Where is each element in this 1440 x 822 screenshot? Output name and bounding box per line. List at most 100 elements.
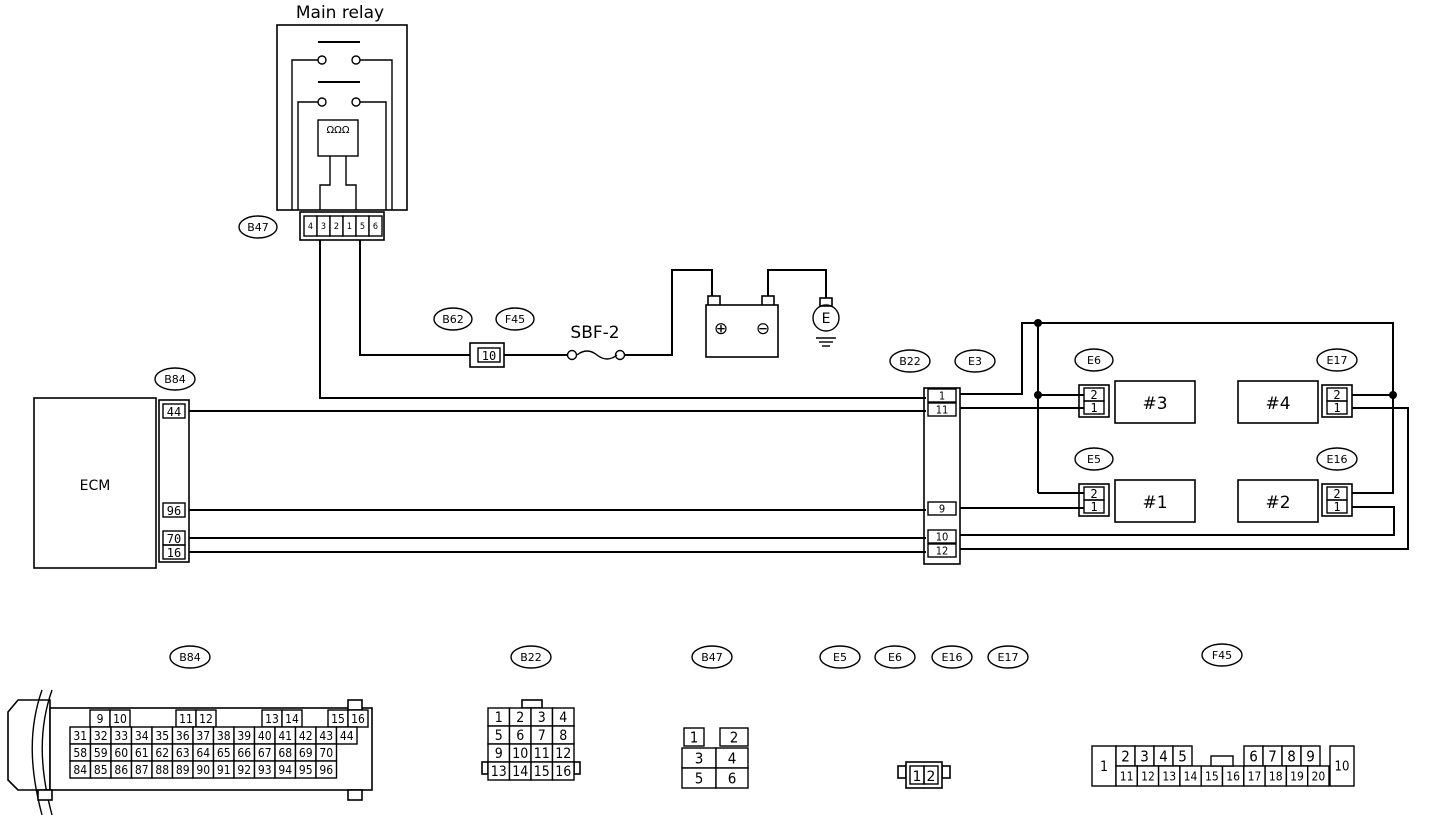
relay-pin-4: 4 bbox=[308, 222, 313, 232]
b22-view-pin-10: 10 bbox=[512, 746, 528, 762]
b22-view-pin-8: 8 bbox=[559, 728, 567, 744]
view-f45-oval bbox=[1201, 643, 1243, 667]
main-relay-body bbox=[276, 24, 408, 211]
view-b47-label: B47 bbox=[701, 651, 723, 664]
b84-pin-9: 9 bbox=[97, 712, 104, 726]
b47-view-pin-4: 4 bbox=[728, 749, 737, 767]
b47-view-pin-6: 6 bbox=[728, 769, 737, 787]
b84-pin-70: 70 bbox=[319, 746, 333, 760]
b47-view-pin-1: 1 bbox=[690, 728, 699, 746]
b84-pin-38: 38 bbox=[217, 729, 231, 743]
view-e-pin-1: 1 bbox=[913, 769, 922, 785]
f45-label: F45 bbox=[505, 313, 525, 326]
injector-1-label: #1 bbox=[1142, 493, 1167, 513]
e17-label: E17 bbox=[1327, 354, 1348, 367]
relay-pin-5: 5 bbox=[360, 222, 365, 232]
f45-pin-10: 10 bbox=[482, 349, 496, 363]
b22-view-pin-2: 2 bbox=[516, 710, 524, 726]
injector-3-pin-2: 2 bbox=[1090, 388, 1097, 402]
f45-view-pin-4: 4 bbox=[1159, 747, 1168, 765]
b84-pin-94: 94 bbox=[278, 763, 292, 777]
ecm-pin-44: 44 bbox=[167, 405, 181, 419]
view-b22-label: B22 bbox=[520, 651, 542, 664]
view-b47-oval bbox=[691, 645, 733, 669]
view-f45-label: F45 bbox=[1212, 649, 1232, 662]
b84-pin-89: 89 bbox=[176, 763, 190, 777]
b84-pin-33: 33 bbox=[114, 729, 128, 743]
e6-oval bbox=[1074, 348, 1114, 372]
relay-pin-3: 3 bbox=[321, 222, 326, 232]
b47-view-pin-5: 5 bbox=[695, 769, 704, 787]
battery-minus-icon: ⊖ bbox=[756, 319, 770, 339]
injector-2-pin-2: 2 bbox=[1333, 487, 1340, 501]
injector-3-label: #3 bbox=[1142, 394, 1167, 414]
b84-pin-67: 67 bbox=[258, 746, 272, 760]
b62-oval bbox=[433, 307, 473, 331]
view-e17-label: E17 bbox=[998, 651, 1019, 664]
injector-4-pin-2: 2 bbox=[1333, 388, 1340, 402]
f45-view-pin-5: 5 bbox=[1178, 747, 1187, 765]
injector-2-pin-1: 1 bbox=[1333, 500, 1340, 514]
b22-view-pin-12: 12 bbox=[555, 746, 571, 762]
b47-view-pin-2: 2 bbox=[730, 728, 739, 746]
view-b84-label: B84 bbox=[179, 651, 201, 664]
ecm-body bbox=[33, 397, 157, 569]
b84-pin-44: 44 bbox=[340, 729, 354, 743]
ecm-pin-70: 70 bbox=[167, 532, 181, 546]
e5-label: E5 bbox=[1087, 453, 1101, 466]
b84-pin-65: 65 bbox=[217, 746, 231, 760]
injector-2 bbox=[1237, 479, 1319, 523]
f45-view-pin-10: 10 bbox=[1335, 760, 1350, 775]
view-b22-oval bbox=[510, 645, 552, 669]
f45-oval bbox=[495, 307, 535, 331]
b22-view-pin-3: 3 bbox=[538, 710, 546, 726]
f45-view-pin-2: 2 bbox=[1121, 747, 1130, 765]
b84-pin-86: 86 bbox=[114, 763, 128, 777]
f45-view-pin-14: 14 bbox=[1184, 769, 1198, 783]
relay-pin-6: 6 bbox=[373, 222, 378, 232]
f45-pin-box bbox=[469, 342, 505, 368]
b22-view-pin-13: 13 bbox=[491, 764, 507, 780]
e6-label: E6 bbox=[1087, 354, 1101, 367]
b22-view-pin-7: 7 bbox=[538, 728, 546, 744]
view-b84-oval bbox=[169, 645, 211, 669]
view-e5-label: E5 bbox=[833, 651, 847, 664]
b22-view-pin-16: 16 bbox=[555, 764, 571, 780]
injectors: #3 2 1 E6 #4 2 1 E17 #1 2 1 E5 #2 2 bbox=[1074, 348, 1358, 523]
relay-pin-1: 1 bbox=[347, 222, 352, 232]
b22-view-pin-14: 14 bbox=[512, 764, 528, 780]
ecm: ECM 44 96 70 16 B84 bbox=[33, 367, 196, 569]
injector-4-label: #4 bbox=[1265, 394, 1290, 414]
ecm-pin-96: 96 bbox=[167, 504, 181, 518]
svg-text:ΩΩΩ: ΩΩΩ bbox=[327, 125, 350, 136]
f45-view-pin-18: 18 bbox=[1269, 769, 1283, 783]
f45-view-pin-19: 19 bbox=[1290, 769, 1304, 783]
b84-pin-68: 68 bbox=[278, 746, 292, 760]
f45-view-pin-7: 7 bbox=[1268, 747, 1277, 765]
b84-pin-32: 32 bbox=[94, 729, 108, 743]
e17-oval bbox=[1316, 348, 1358, 372]
b84-pin-12: 12 bbox=[199, 712, 213, 726]
fuse-label: SBF-2 bbox=[570, 323, 619, 343]
b84-pin-63: 63 bbox=[176, 746, 190, 760]
b84-pin-60: 60 bbox=[114, 746, 128, 760]
b47-view-pin-3: 3 bbox=[695, 749, 704, 767]
b22-oval bbox=[889, 349, 931, 373]
b84-pin-11: 11 bbox=[179, 712, 193, 726]
b22-view-pin-6: 6 bbox=[516, 728, 524, 744]
b84-pin-39: 39 bbox=[237, 729, 251, 743]
b22-e3-pin-1: 1 bbox=[939, 389, 945, 402]
f45-view-pin-16: 16 bbox=[1226, 769, 1240, 783]
fuse-terminal-left bbox=[566, 349, 578, 361]
b84-pin-15: 15 bbox=[331, 712, 345, 726]
battery-plus-icon: ⊕ bbox=[714, 319, 728, 339]
battery-circuit: 10 B62 F45 SBF-2 ⊕ ⊖ E bbox=[359, 240, 840, 368]
ecm-pin-16: 16 bbox=[167, 546, 181, 560]
injector-3-pin-1: 1 bbox=[1090, 401, 1097, 415]
f45-view-pin-17: 17 bbox=[1248, 769, 1262, 783]
b84-pin-14: 14 bbox=[285, 712, 299, 726]
